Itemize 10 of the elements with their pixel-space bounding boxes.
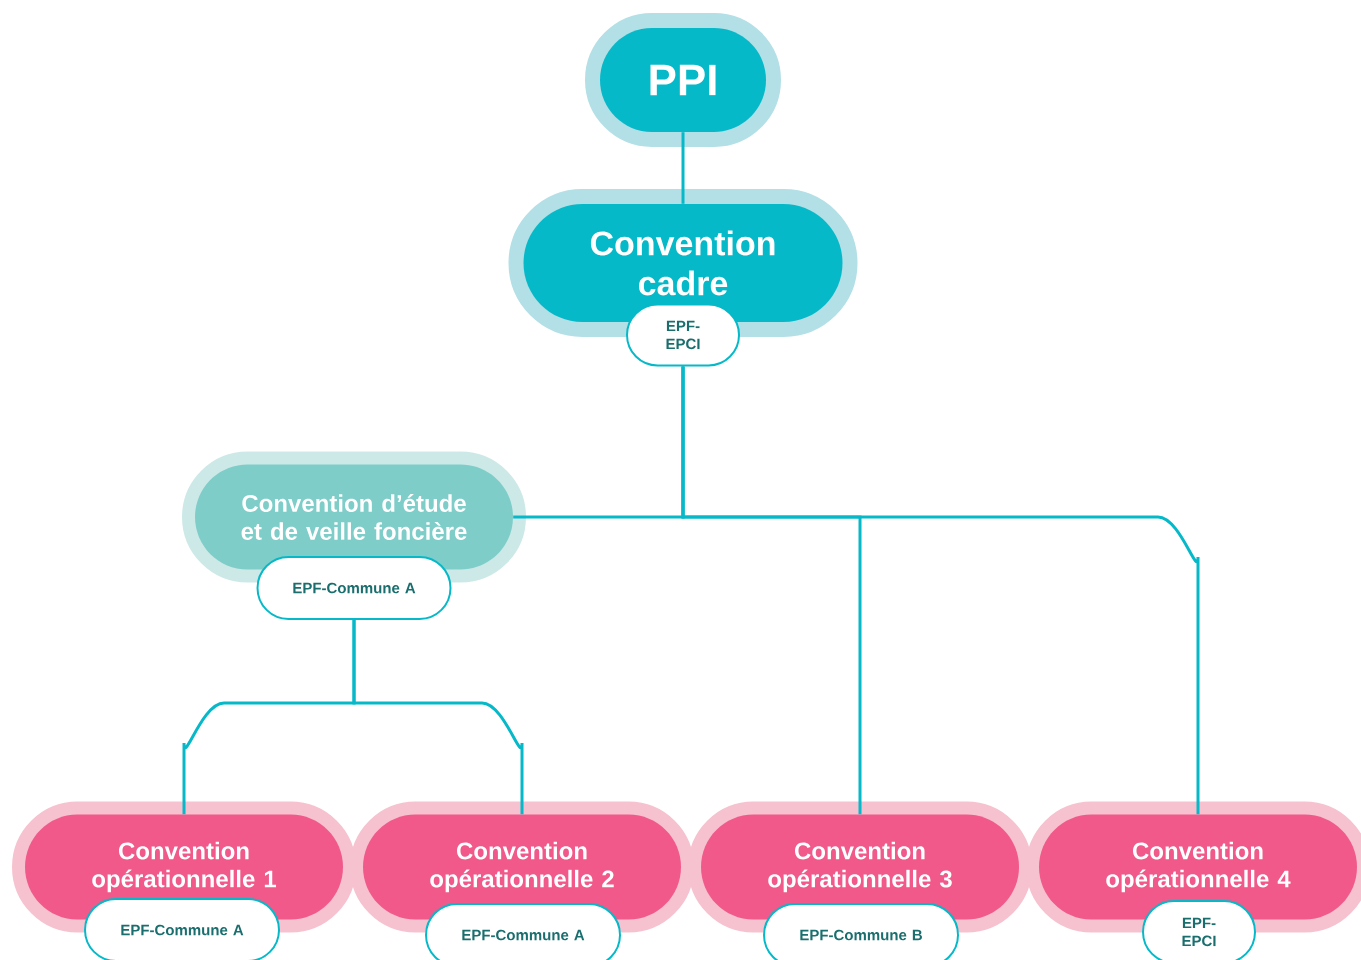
pill-label: EPF-Commune A	[84, 898, 280, 960]
connector-line	[681, 366, 1200, 815]
pill-label: EPF-Commune B	[763, 903, 959, 960]
pill-label: EPF-Commune A	[256, 556, 452, 620]
connector-line	[681, 132, 685, 204]
connector-line	[352, 620, 524, 815]
rounded-node: PPI	[585, 13, 781, 147]
pill-label: EPF-EPCI	[1142, 900, 1256, 960]
pill-label: EPF-EPCI	[626, 303, 740, 367]
pill-label: EPF-Commune A	[425, 903, 621, 960]
